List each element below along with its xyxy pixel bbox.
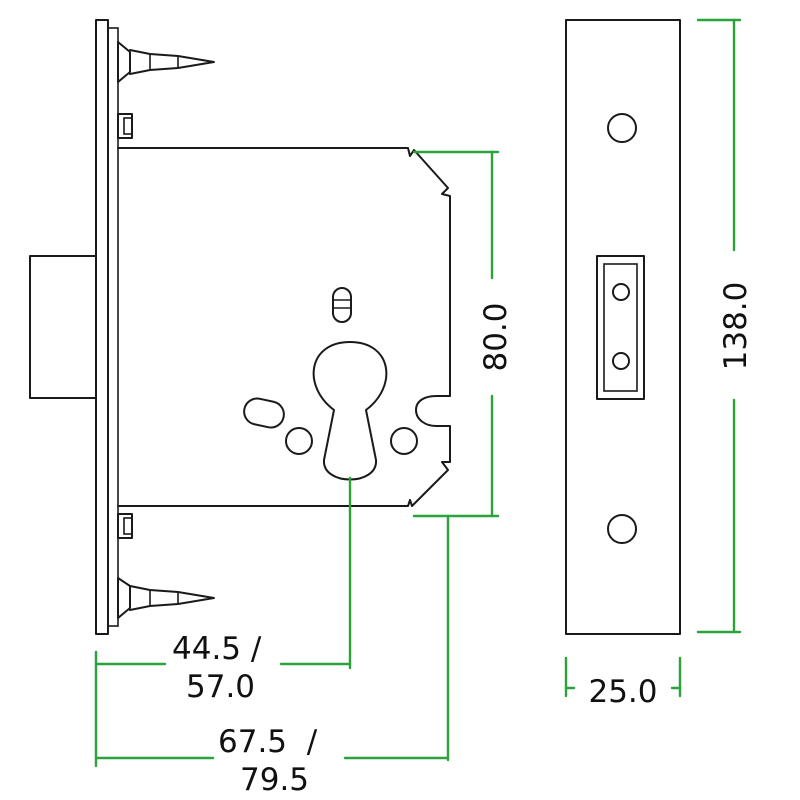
case-screw-top bbox=[117, 113, 133, 139]
forend-screw-hole-top bbox=[607, 113, 637, 143]
forend-plate bbox=[565, 19, 681, 635]
lock-side-view bbox=[29, 19, 451, 635]
dimension-lines bbox=[94, 18, 742, 768]
case-depth-label-line1: 67.5 / bbox=[218, 724, 318, 760]
forend-height-label: 138.0 bbox=[718, 282, 754, 371]
backset-label-line1: 44.5 / bbox=[172, 631, 262, 667]
cylinder-keyhole bbox=[312, 341, 388, 481]
bolt-pin-bottom bbox=[612, 352, 630, 370]
oval-hole bbox=[243, 397, 285, 429]
fixing-nail-top bbox=[117, 41, 215, 83]
forend-width-label: 25.0 bbox=[588, 674, 657, 710]
case-screw-bottom bbox=[117, 513, 133, 539]
forend-front-view bbox=[565, 19, 681, 635]
bolt-pin-top bbox=[612, 283, 630, 301]
fixing-nail-bottom bbox=[117, 577, 215, 619]
forend-plate-side bbox=[95, 19, 109, 635]
bolt-face bbox=[603, 263, 638, 392]
forend-plate-side-inner bbox=[107, 27, 119, 627]
backset-label-line2: 57.0 bbox=[186, 669, 255, 705]
fixing-hole-right bbox=[390, 427, 418, 455]
lock-case-body bbox=[117, 147, 451, 507]
fixing-hole-left bbox=[285, 427, 313, 455]
case-height-label: 80.0 bbox=[478, 302, 514, 371]
deadbolt bbox=[29, 255, 97, 399]
case-depth-label-line2: 79.5 bbox=[240, 762, 309, 798]
follower-slot bbox=[332, 287, 352, 323]
bolt-aperture bbox=[596, 255, 645, 400]
forend-screw-hole-bottom bbox=[607, 514, 637, 544]
